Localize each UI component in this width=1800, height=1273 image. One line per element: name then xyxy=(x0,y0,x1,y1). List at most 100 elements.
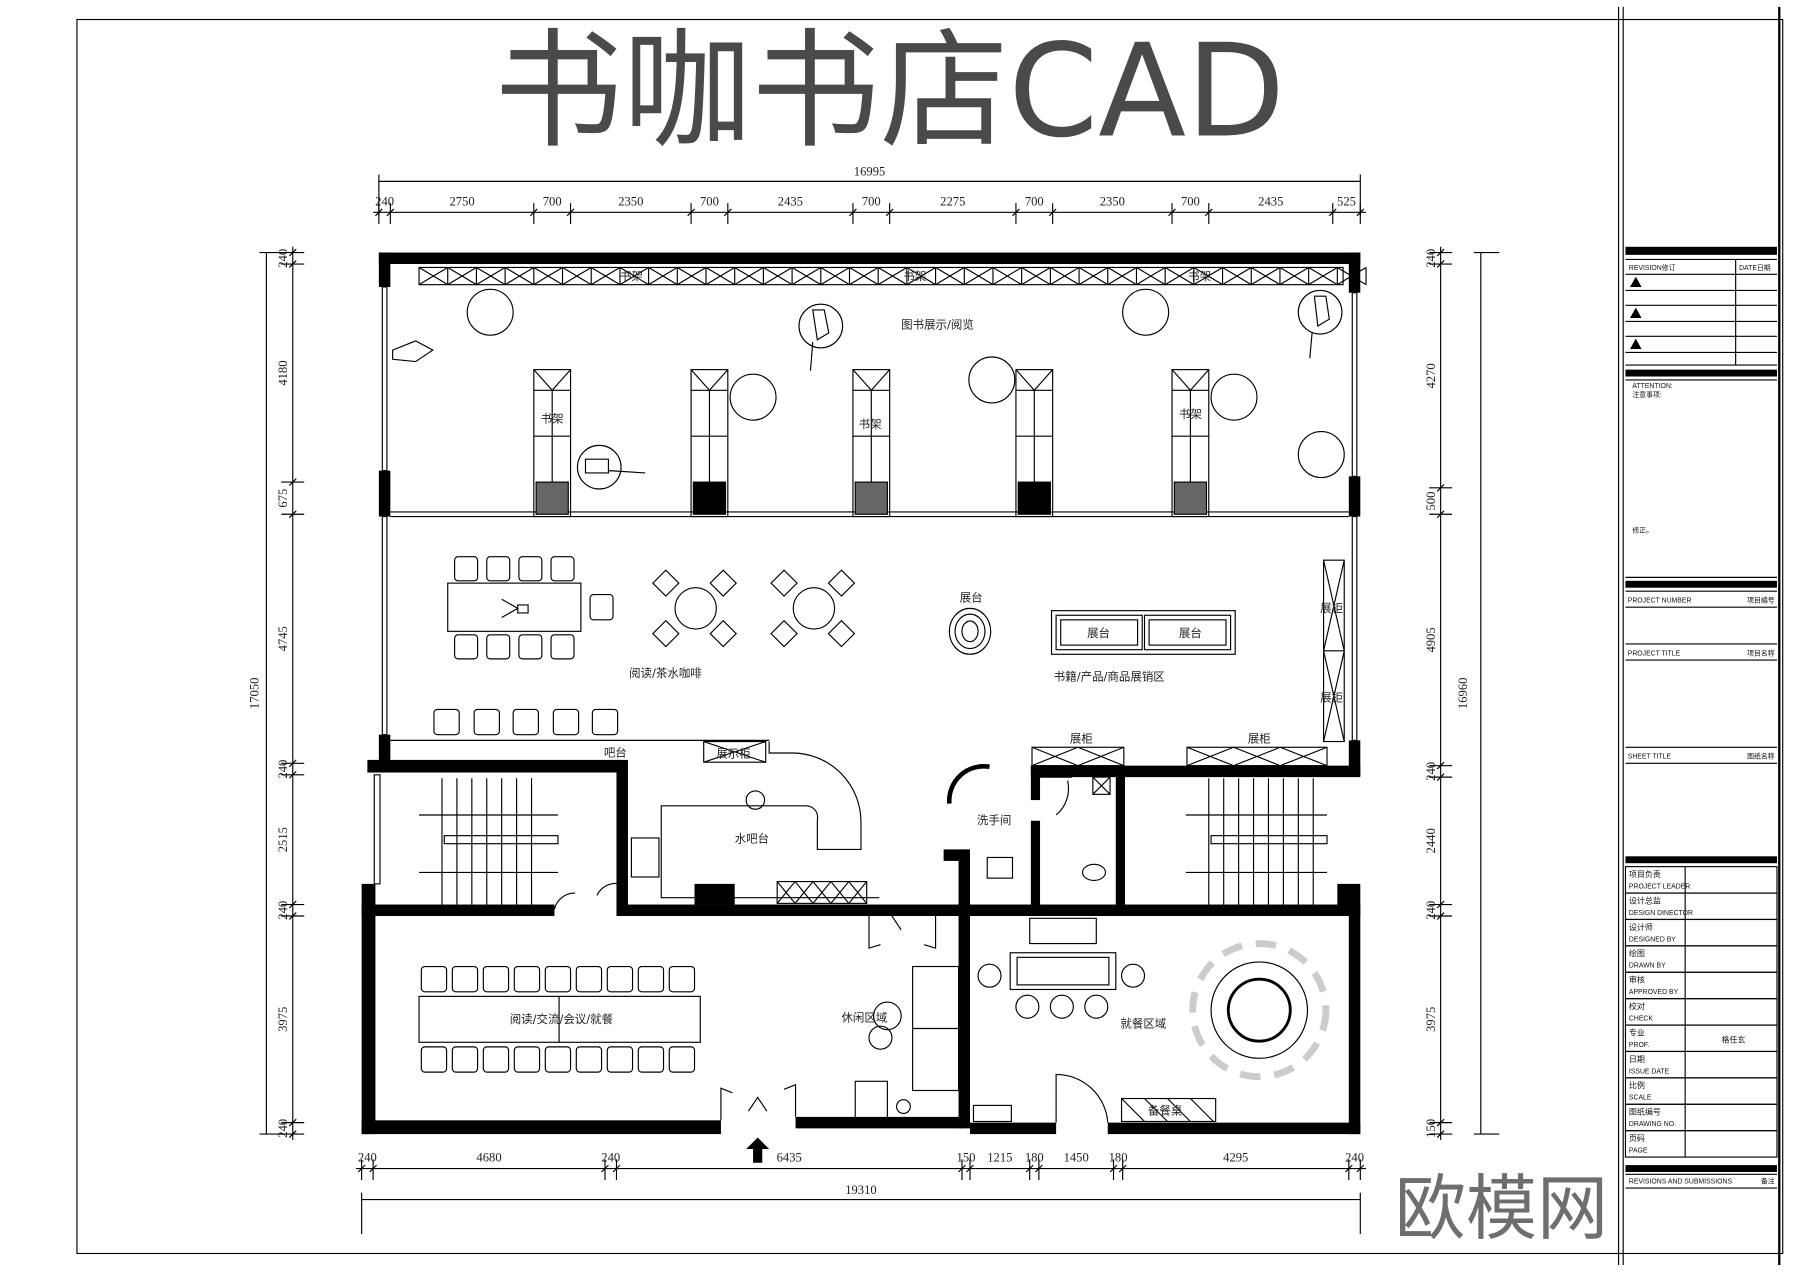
round-table xyxy=(968,356,1016,404)
chair xyxy=(482,965,510,993)
round-dining-table xyxy=(1189,940,1330,1081)
title-block-row-label-en: PROJECT LEADER xyxy=(1629,883,1690,890)
dimension-label: 240 xyxy=(276,901,290,920)
chair xyxy=(433,708,460,736)
warning-triangle-icon xyxy=(1630,338,1642,349)
bookshelf xyxy=(852,369,891,518)
chair xyxy=(575,1046,603,1073)
bookshelves xyxy=(533,369,1210,518)
chair xyxy=(486,556,511,582)
barista-figure xyxy=(745,790,766,810)
armchair xyxy=(854,1080,888,1119)
room-label-meeting: 阅读/交流/会议/就餐 xyxy=(510,1012,614,1026)
restroom-label: 洗手间 xyxy=(977,813,1011,827)
restroom-fixtures xyxy=(986,776,1111,881)
bookshelf xyxy=(690,369,729,518)
stand-label: 展台 xyxy=(960,590,983,604)
shelf-label: 书架 xyxy=(859,417,882,431)
coffee-table-set xyxy=(652,569,738,648)
dimension-total: 17050 xyxy=(247,678,261,710)
door-swing xyxy=(947,764,990,804)
chair xyxy=(575,965,603,993)
project-number-label-cn: 项目编号 xyxy=(1747,596,1775,605)
dimension-label: 240 xyxy=(276,1119,290,1138)
warning-triangle-icon xyxy=(1630,276,1642,287)
title-block-row-label-en: DESIGN DINECTOR xyxy=(1629,910,1693,917)
round-table xyxy=(1122,288,1170,336)
meeting-table xyxy=(418,995,701,1043)
revision-header: REVISION修订 xyxy=(1629,263,1676,272)
dimension-total: 16960 xyxy=(1456,678,1470,710)
round-table xyxy=(466,288,514,336)
windows xyxy=(364,286,1358,1074)
title-block-row-label: 设计师 xyxy=(1629,922,1653,932)
room-label-dining: 就餐区域 xyxy=(1120,1016,1166,1030)
remarks-label: 备注 xyxy=(1761,1176,1775,1185)
cabinet-label: 展柜 xyxy=(1320,690,1343,704)
bar-cabinet xyxy=(776,880,868,904)
dimension-label: 150 xyxy=(957,1151,976,1165)
dimension-label: 4745 xyxy=(276,626,290,651)
entrance-arrow-icon xyxy=(746,1137,770,1163)
chairs xyxy=(433,556,619,736)
title-block-row-label: 设计总监 xyxy=(1629,895,1661,905)
title-block-row-label: 校对 xyxy=(1629,1001,1645,1011)
cabinet-label: 展柜 xyxy=(1248,732,1271,746)
chair xyxy=(550,634,575,660)
chair xyxy=(473,708,500,736)
round-table xyxy=(1210,373,1258,421)
meeting-chairs xyxy=(420,965,696,1073)
room-label-sales-area: 书籍/产品/商品展销区 xyxy=(1054,670,1165,684)
dimension-label: 240 xyxy=(1424,901,1438,920)
chair xyxy=(637,1046,665,1073)
dimension-label: 3975 xyxy=(276,1007,290,1032)
dimension-label: 240 xyxy=(375,194,394,208)
dimension-label: 700 xyxy=(862,194,881,208)
shelf-label: 书架 xyxy=(1179,407,1202,421)
title-block-row-label-en: CHECK xyxy=(1629,1015,1653,1022)
dimension-total: 16995 xyxy=(854,165,886,179)
display-stands xyxy=(1050,610,1236,655)
room-label-lounge: 休闲区域 xyxy=(841,1011,887,1025)
dimension-label: 700 xyxy=(1181,194,1200,208)
dimension-label: 4295 xyxy=(1223,1151,1248,1165)
bookshelf xyxy=(1015,369,1054,518)
bar-label: 吧台 xyxy=(604,745,627,759)
dimension-label: 2750 xyxy=(449,194,474,208)
bookshelf xyxy=(1171,369,1210,518)
title-block: REVISION修订 DATE日期 ATTENTION: 注意事项: 修正。 P… xyxy=(1624,246,1778,1189)
chair xyxy=(420,965,448,993)
cabinet-label: 展柜 xyxy=(1320,601,1343,615)
title-block-row-label: 日期 xyxy=(1629,1055,1645,1064)
dimension-label: 6435 xyxy=(777,1151,802,1165)
title-block-row-label: 图纸编号 xyxy=(1629,1107,1661,1117)
chair xyxy=(589,594,614,621)
bookshelf xyxy=(533,369,572,518)
lamp-icon xyxy=(501,598,529,619)
sheet-title-label: SHEET TITLE xyxy=(1628,754,1672,761)
round-table xyxy=(1297,431,1345,479)
dimension-label: 150 xyxy=(1424,1119,1438,1138)
dimension-label: 2350 xyxy=(618,194,643,208)
chair xyxy=(454,556,479,582)
correction-note: 修正。 xyxy=(1632,526,1653,535)
dimension-label: 180 xyxy=(1109,1151,1128,1165)
chair xyxy=(513,965,541,993)
watermark-logo: 欧模网 xyxy=(1395,1167,1608,1250)
chair xyxy=(591,708,619,736)
chair xyxy=(606,1046,634,1073)
dimension-label: 240 xyxy=(601,1151,620,1165)
walls xyxy=(361,252,1361,1135)
dimension-label: 4270 xyxy=(1424,363,1438,388)
floor-plan: 书架 书架 书架 书架 书架 书架 图书展示/阅览 阅读/茶水咖啡 展台 展台 xyxy=(247,165,1500,1234)
title-block-row-label: 绘图 xyxy=(1629,948,1645,958)
dimension-label: 1215 xyxy=(987,1151,1012,1165)
prep-table-label: 备餐桌 xyxy=(1148,1104,1183,1118)
dimension-label: 240 xyxy=(1424,249,1438,268)
chair xyxy=(420,1046,448,1073)
restroom-cabinets xyxy=(1031,746,1328,767)
prep-table xyxy=(1120,1097,1217,1123)
staircase xyxy=(419,778,559,905)
sheet-border xyxy=(76,18,1784,1255)
